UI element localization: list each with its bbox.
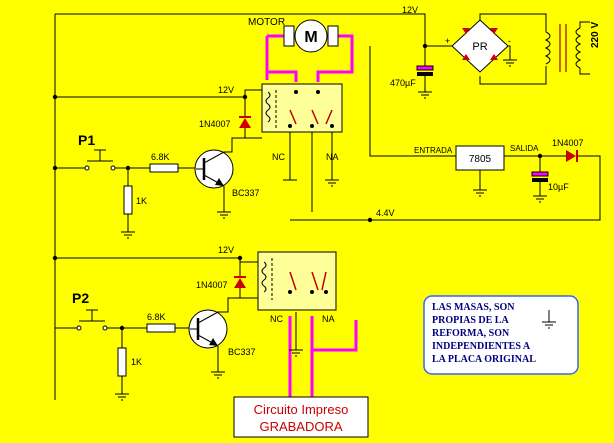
ground-bc2 <box>211 371 225 379</box>
note-line-5: LA PLACA ORIGINAL <box>432 354 536 365</box>
relay-2: NC NA <box>257 251 337 324</box>
cap470-label: 470µF <box>390 78 416 88</box>
p2-label: P2 <box>72 290 89 306</box>
capacitor-10uf: 10µF <box>531 171 569 192</box>
motor-symbol: M <box>304 29 317 46</box>
diode-relay-1: 1N4007 <box>199 116 251 129</box>
note-box: LAS MASAS, SON PROPIAS DE LA REFORMA, SO… <box>423 295 579 375</box>
ground-relay1-na <box>325 179 339 187</box>
entrada-label: ENTRADA <box>414 146 453 155</box>
note-line-4: INDEPENDIENTES A <box>432 341 531 352</box>
diode-relay2-label: 1N4007 <box>196 280 228 290</box>
r1k-2-label: 1K <box>131 357 142 367</box>
resistor-1k-2: 1K <box>117 347 142 377</box>
transformer: 220 V <box>544 21 601 75</box>
r68-1-label: 6.8K <box>151 152 170 162</box>
note-line-3: REFORMA, SON <box>432 328 510 339</box>
note-line-2: PROPIAS DE LA <box>432 315 509 326</box>
ground-bridge <box>503 59 517 67</box>
pr-label: PR <box>472 41 487 53</box>
relay2-nc-label: NC <box>270 314 283 324</box>
ground-reg <box>473 189 487 197</box>
ground-r1k-1 <box>121 231 135 239</box>
wires <box>54 13 601 400</box>
note-ground-icon <box>542 310 556 329</box>
salida-label: SALIDA <box>510 144 539 153</box>
reg-label: 7805 <box>469 154 492 165</box>
transistor-bc337-2: BC337 <box>188 309 256 357</box>
diode-relay-2: 1N4007 <box>196 276 246 290</box>
recorder-line-2: GRABADORA <box>259 419 342 434</box>
recorder-wires <box>265 34 358 397</box>
relay1-na-label: NA <box>326 152 339 162</box>
ground-cap470 <box>418 91 432 99</box>
ground-symbols <box>115 59 547 401</box>
relay-1: NC NA <box>261 83 343 162</box>
regulator-7805: 7805 ENTRADA SALIDA <box>414 144 539 171</box>
transistor-bc337-1: BC337 <box>194 149 260 198</box>
r1k-1-label: 1K <box>136 196 147 206</box>
resistor-6k8-2: 6.8K <box>146 312 176 333</box>
relay1-nc-label: NC <box>272 152 285 162</box>
resistor-6k8-1: 6.8K <box>149 152 179 173</box>
cap10-label: 10µF <box>548 182 569 192</box>
recorder-line-1: Circuito Impreso <box>254 402 349 417</box>
bridge-rectifier: PR + - <box>445 19 511 73</box>
note-line-1: LAS MASAS, SON <box>432 302 515 313</box>
ground-cap10 <box>533 195 547 203</box>
junction-dots <box>52 43 543 331</box>
recorder-box: Circuito Impreso GRABADORA <box>233 396 369 438</box>
v12-top-label: 12V <box>402 5 418 15</box>
bridge-plus: + <box>445 36 450 46</box>
relay2-na-label: NA <box>322 314 335 324</box>
motor-label: MOTOR <box>248 17 285 28</box>
ground-r1k-2 <box>115 393 129 401</box>
motor-circle <box>294 19 328 53</box>
diode-output: 1N4007 <box>552 138 585 162</box>
v12-relay1-label: 12V <box>218 85 234 95</box>
capacitor-470uf: 470µF <box>390 65 434 88</box>
pushbutton-p2: P2 <box>72 290 108 331</box>
ground-relay2 <box>289 349 303 357</box>
bc2-label: BC337 <box>228 347 256 357</box>
r68-2-label: 6.8K <box>147 312 166 322</box>
motor: M MOTOR <box>248 17 339 53</box>
diode-out-label: 1N4007 <box>552 138 584 148</box>
diode-relay1-label: 1N4007 <box>199 119 231 129</box>
bridge-minus: - <box>508 36 511 46</box>
resistor-1k-1: 1K <box>123 185 147 215</box>
p1-label: P1 <box>78 132 95 148</box>
v12-relay2-label: 12V <box>218 245 234 255</box>
ground-bc1 <box>217 211 231 219</box>
bc1-label: BC337 <box>232 188 260 198</box>
v220-label: 220 V <box>590 22 601 48</box>
pushbutton-p1: P1 <box>78 132 116 171</box>
v44-label: 4.4V <box>376 208 395 218</box>
